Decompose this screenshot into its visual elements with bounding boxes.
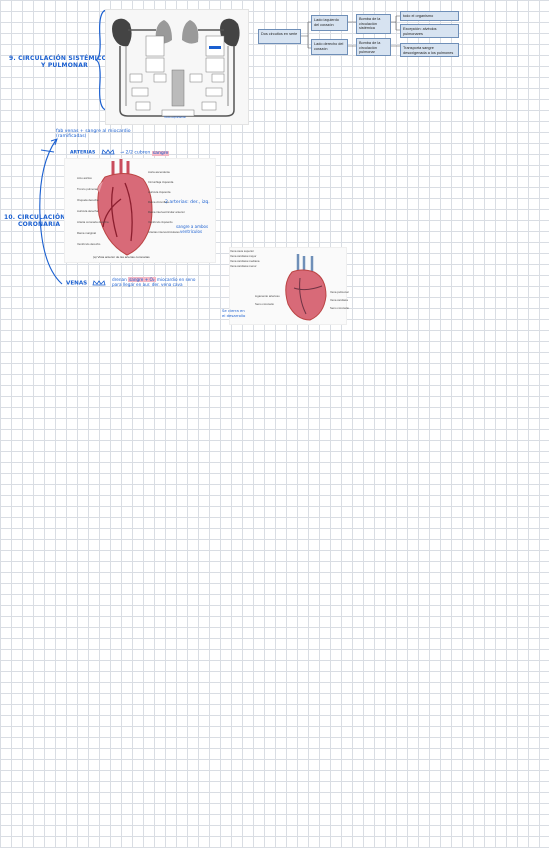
coronary-caption: (a) Vista anterior de las arterias coron…	[93, 255, 150, 259]
coronary-label-right: Ventrículo izquierdo	[148, 220, 173, 224]
left-ventricle-note-line2: ventrículos	[180, 229, 203, 234]
venas-note-pre: drenan	[112, 277, 127, 282]
venas-line: VENAS	[66, 280, 109, 287]
coronary-label-right: Aurícula izquierda	[148, 190, 171, 194]
venas-note-post: miocardio en seno	[156, 277, 196, 282]
coronary-label-right: Circunfleja izquierda	[148, 180, 174, 184]
arterias-note: → 2/2 cubren	[120, 150, 151, 156]
section10-title-line1: 10. CIRCULACIÓN	[4, 214, 66, 221]
coronary-label-right: Rama interventricular anterior	[148, 210, 185, 214]
section10-bracket	[39, 138, 63, 285]
coronary-label-left: Orejuela derecha	[77, 198, 99, 202]
left-ventricle-note-line1: sangre a ambos	[176, 224, 209, 229]
crown-icon-venas	[92, 280, 106, 286]
circulation-caption: Todo explicación	[164, 115, 187, 119]
venous-heart-illustration	[285, 254, 327, 321]
scheme-leaf3-box: Transporta sangre desoxigenada a los pul…	[400, 43, 459, 57]
side-note: Se cierra en el desarrollo	[222, 308, 245, 318]
section9-title: 9. CIRCULACIÓN SISTÉMICO Y PULMONAR	[9, 55, 107, 69]
scheme-right-box: Lado derecho del corazón	[311, 39, 348, 55]
coronary-label-left: Ventrículo derecho	[77, 242, 101, 246]
coronary-top-note-line2: (ramificadas)	[56, 134, 87, 139]
section9-brace	[95, 9, 108, 111]
side-note-line1: Se cierra en	[222, 308, 245, 313]
coronary-label-left: Arteria coronaria derecha	[77, 220, 109, 224]
venous-header-item: Vena cardíaca mediana	[230, 259, 260, 263]
section9-title-line1: 9. CIRCULACIÓN SISTÉMICO	[9, 55, 107, 62]
coronary-top-note: fab venas + sangre al miocardio (ramific…	[56, 129, 131, 139]
venas-note: drenan sangre + O₂ miocardio en seno par…	[112, 277, 195, 287]
venous-label-left: Ligamento arterioso	[255, 294, 280, 298]
coronary-top-note-line1: fab venas + sangre al miocardio	[56, 129, 131, 134]
arterias-label: ARTERIAS	[70, 150, 96, 156]
venous-header-item: Vena cardíaca mayor	[230, 254, 257, 258]
crown-icon	[101, 149, 115, 155]
section9-title-line2: Y PULMONAR	[41, 62, 88, 69]
coronary-label-left: Rama marginal	[77, 231, 96, 235]
concept-map-connectors	[301, 15, 400, 49]
venous-figure	[229, 247, 347, 325]
venous-label-right: Vena cardíaca	[330, 298, 348, 302]
venous-header-item: Vena cardíaca menor	[230, 264, 257, 268]
section10-title: 10. CIRCULACIÓN CORONARIA	[4, 214, 65, 228]
coronary-label-right: Aorta ascendente	[148, 170, 170, 174]
arterias-highlight: sangre	[151, 150, 170, 156]
venas-note-highlight: sangre + O₂	[128, 277, 156, 282]
coronary-label-left: Arco aórtico	[77, 176, 92, 180]
section10-title-line2: CORONARIA	[18, 221, 61, 228]
venous-label-right: Vena pulmonar	[330, 290, 349, 294]
scheme-left-box: Lado izquierdo del corazón	[311, 15, 348, 31]
left-ventricle-note: sangre a ambos ventrículos	[176, 224, 208, 234]
venous-label-left: Seno coronario	[255, 302, 274, 306]
side-note-line2: el desarrollo	[222, 313, 246, 318]
coronary-label-left: Aurícula derecha	[77, 209, 99, 213]
coronary-label-right: Rama circunfleja	[148, 200, 169, 204]
circulation-diagram: Todo explicación	[105, 9, 249, 125]
coronary-heart-illustration	[97, 159, 153, 256]
arterias-icon-note: 2 arterias: der., izq.	[165, 200, 210, 205]
coronary-figure: (a) Vista anterior de las arterias coron…	[64, 158, 216, 263]
circulation-illustration	[112, 18, 240, 117]
coronary-label-left: Tronco pulmonar	[77, 187, 99, 191]
venous-header-item: Vena cava superior	[230, 249, 254, 253]
venas-label: VENAS	[66, 280, 88, 287]
lung-right-icon	[182, 20, 199, 44]
scheme-leaf1-box: todo el organismo	[400, 11, 459, 21]
venous-label-right: Seno coronario	[330, 306, 349, 310]
arterias-line: ARTERIAS → 2/2 cubren sangre	[70, 149, 170, 156]
scheme-right-pump-box: Bomba de la circulación pulmonar	[356, 38, 391, 56]
right-heart-icon	[220, 18, 240, 47]
left-heart-icon	[112, 18, 132, 47]
venas-note-line2: para llegar en aur. der. vena cava	[112, 282, 183, 287]
scheme-left-pump-box: Bomba de la circulación sistémica	[356, 14, 391, 34]
scheme-leaf2-box: Excepción: alvéolos pulmonares	[400, 24, 459, 38]
coronary-label-right: Arterias interventriculares	[148, 230, 180, 234]
scheme-root-box: Dos circuitos en serie	[258, 29, 301, 44]
